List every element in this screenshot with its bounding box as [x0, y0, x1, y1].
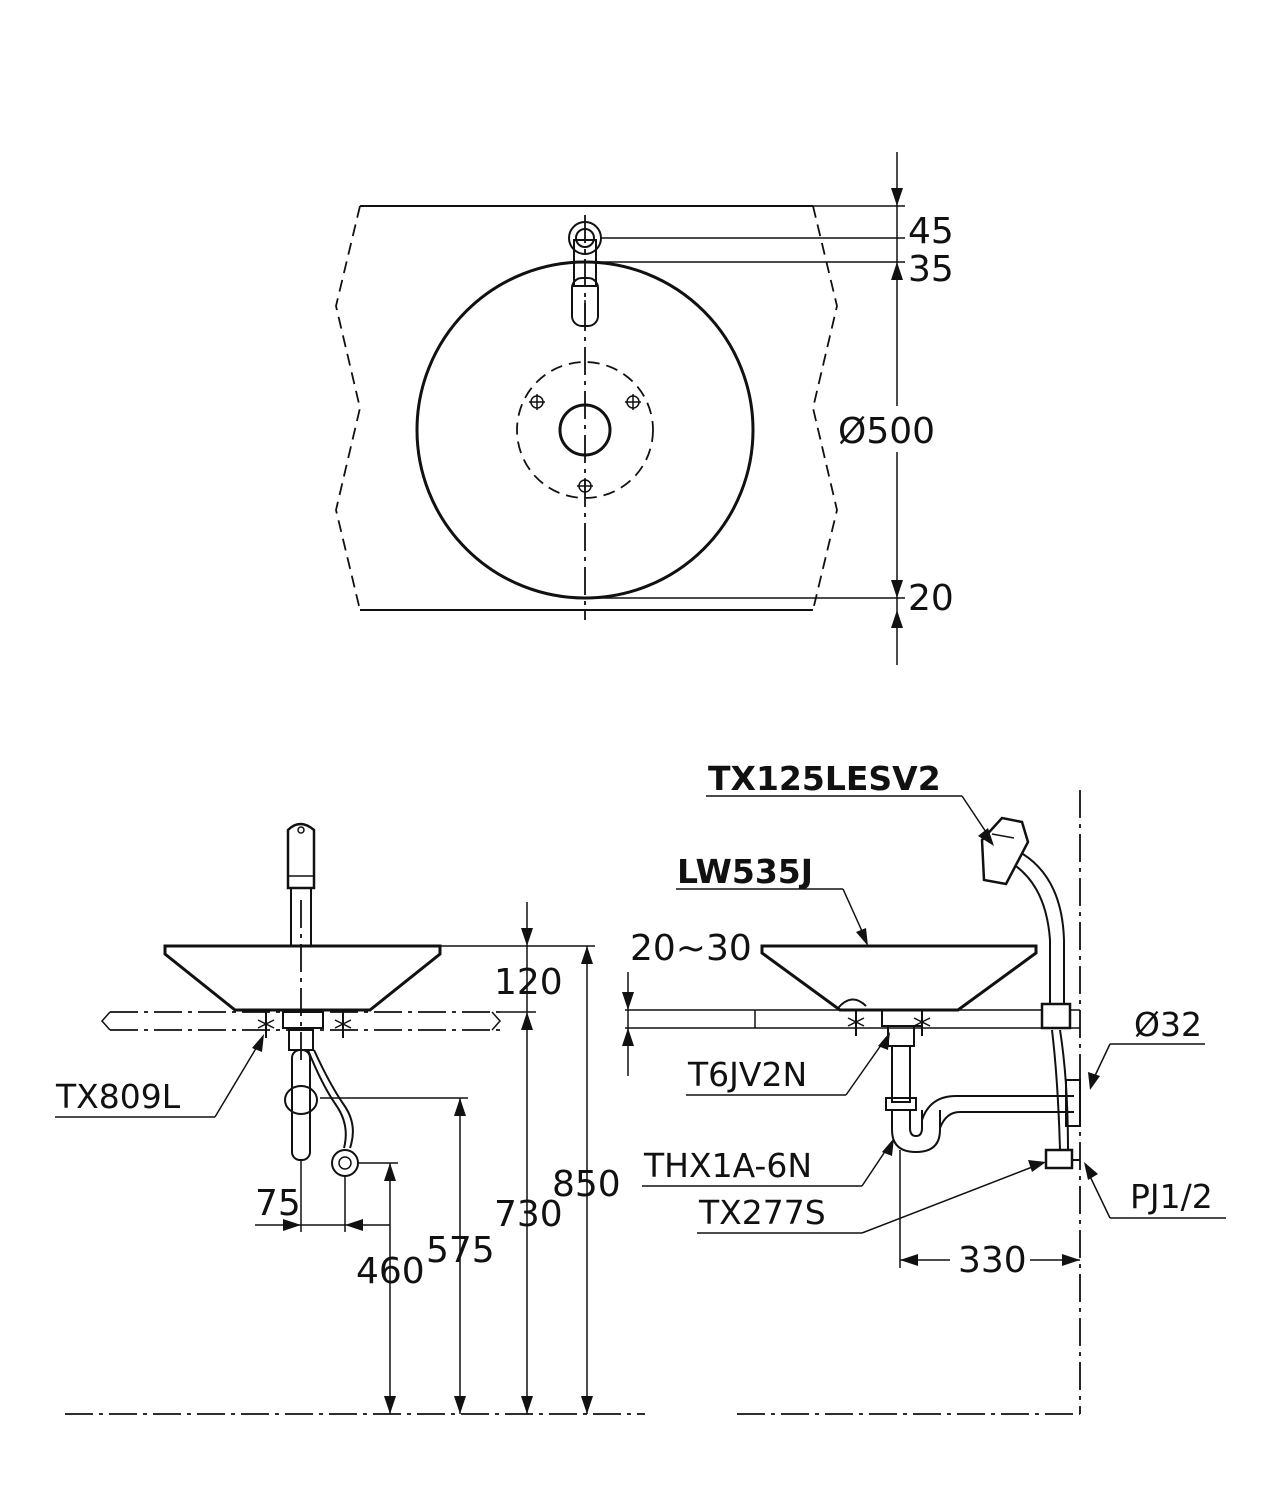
- hose-side-a: [1051, 1029, 1061, 1151]
- supply-hose-a: [307, 1049, 347, 1149]
- trap-nut-side: [885, 1097, 917, 1111]
- side-view: 20~30 330 TX125LESV2 LW535J T6JV2N THX1A…: [622, 759, 1226, 1415]
- waste-nut-side: [887, 1025, 915, 1047]
- mounting-bolt-right: [625, 394, 641, 410]
- dim-label-bg: [830, 406, 960, 452]
- mounting-bolt-left: [529, 394, 545, 410]
- trap-arm-bottom: [939, 1111, 1074, 1129]
- dim-45: 45: [908, 211, 954, 252]
- trap-bend-inner: [909, 1110, 923, 1138]
- hose-side-b: [1059, 1029, 1069, 1151]
- supply-hose-b: [313, 1049, 354, 1149]
- waste-flange: [282, 1011, 324, 1029]
- dim-575: 575: [426, 1230, 495, 1271]
- dim-diameter: Ø500: [838, 411, 935, 452]
- label-faucet: TX125LESV2: [708, 759, 941, 798]
- dim-20: 20: [908, 578, 954, 619]
- label-trap: THX1A-6N: [643, 1146, 812, 1185]
- trap-joint-front: [284, 1085, 318, 1115]
- dim-330: 330: [958, 1240, 1027, 1281]
- stop-valve-side: [1044, 1148, 1074, 1170]
- bolts-side: [847, 1010, 931, 1036]
- mounting-bolt-bottom: [577, 478, 593, 494]
- dim-120: 120: [494, 962, 563, 1003]
- label-outlet: Ø32: [1134, 1005, 1202, 1044]
- basin-front: [163, 944, 442, 1012]
- basin-side: [760, 944, 1038, 1012]
- dim-460: 460: [356, 1251, 425, 1292]
- tailpiece-side: [891, 1045, 911, 1103]
- faucet-side: [980, 816, 1072, 1030]
- dim-850: 850: [552, 1164, 621, 1205]
- label-valve: TX277S: [698, 1193, 826, 1232]
- label-basin: LW535J: [677, 852, 813, 891]
- arrow-35: [891, 262, 903, 280]
- bolts-front: [257, 1012, 352, 1038]
- trap-bend-outer: [891, 1110, 941, 1154]
- front-view: TX809L 120 850 730 575 460 75: [55, 822, 645, 1415]
- dim-730: 730: [494, 1194, 563, 1235]
- arrow-bottom-2: [891, 610, 903, 628]
- leader-valve-d: [861, 1163, 1041, 1234]
- label-waste: T6JV2N: [687, 1055, 807, 1094]
- faucet-front: [286, 822, 316, 947]
- arrow-bottom-1: [891, 580, 903, 598]
- arrow-top: [891, 188, 903, 206]
- stop-valve-front: [331, 1149, 359, 1177]
- trap-arm-top: [921, 1095, 1074, 1121]
- label-inlet: PJ1/2: [1130, 1177, 1213, 1216]
- dim-75: 75: [255, 1183, 301, 1224]
- dim-35: 35: [908, 249, 954, 290]
- leader-waste-d: [845, 1037, 887, 1096]
- leader-tx809l-d: [214, 1039, 262, 1118]
- label-tx809l: TX809L: [55, 1077, 181, 1116]
- trap-pipe-front: [291, 1049, 311, 1161]
- plan-view: 45 35 Ø500 20: [335, 152, 960, 665]
- break-line-right: [812, 205, 838, 611]
- dim-20-30: 20~30: [630, 928, 752, 969]
- counter-break-left: [100, 1011, 111, 1031]
- counter-break-right: [491, 1011, 502, 1031]
- waste-flange-side: [881, 1009, 923, 1027]
- overflow-clip: [837, 998, 867, 1009]
- break-line-left: [335, 205, 361, 611]
